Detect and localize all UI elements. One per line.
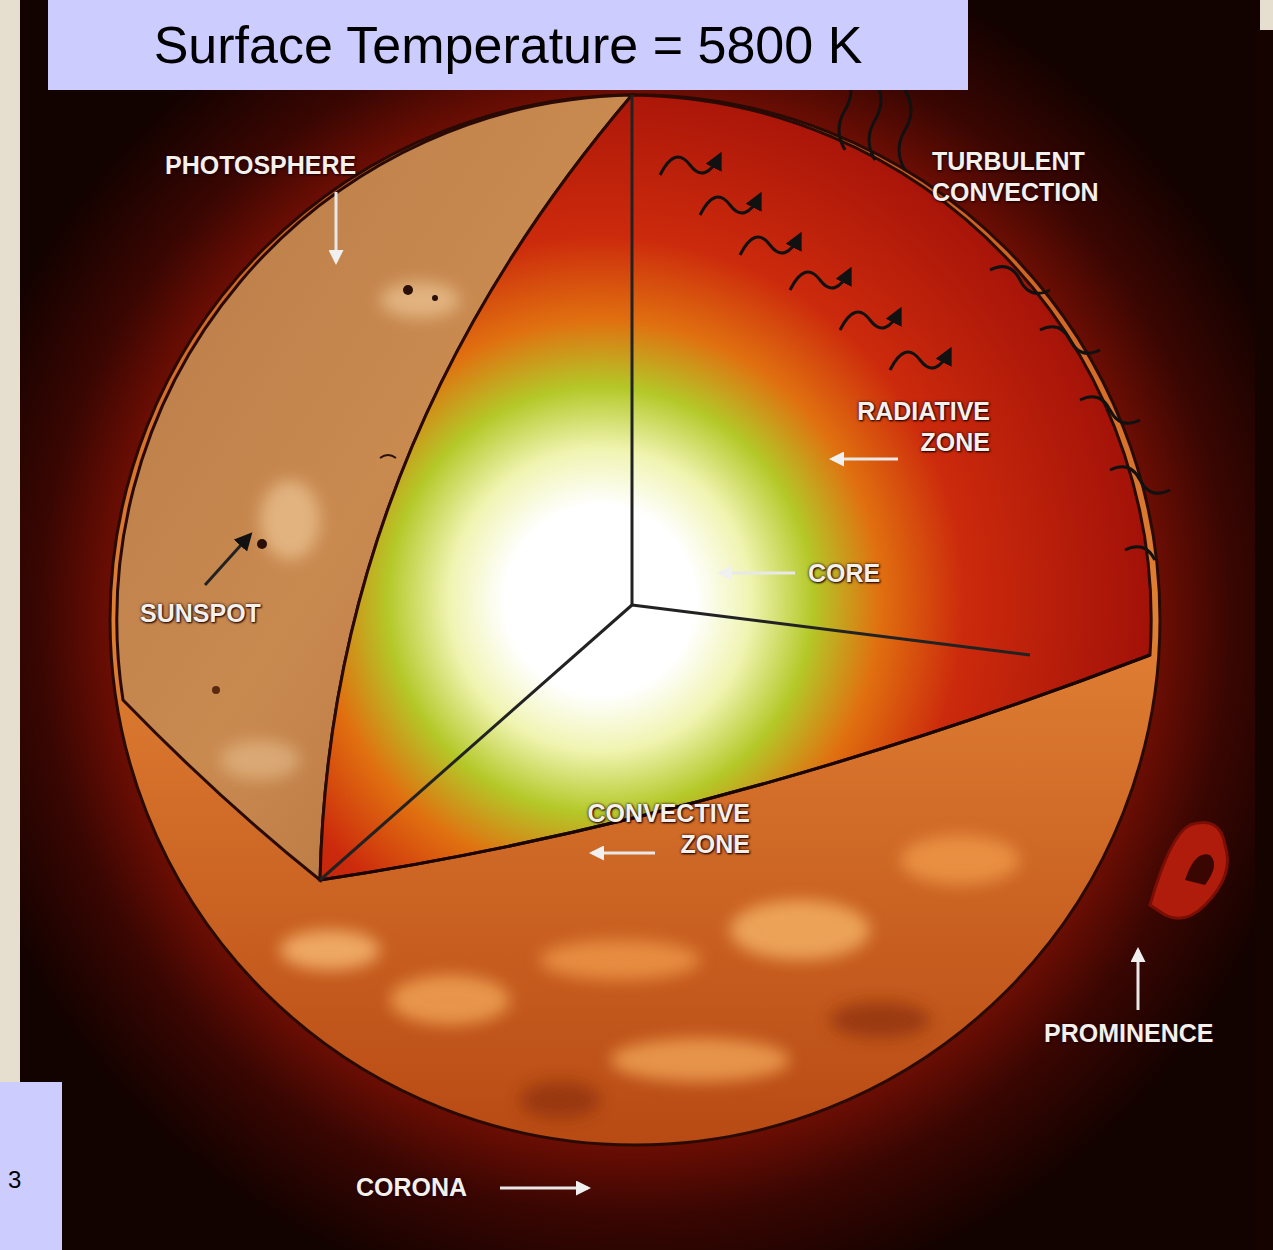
title-plate <box>48 0 968 90</box>
part-label: SUNSPOT <box>140 598 300 629</box>
page-plate <box>0 1082 62 1250</box>
part-label: CONVECTIVE ZONE <box>540 798 750 861</box>
page-number: 3 <box>8 1166 54 1194</box>
part-label: TURBULENT CONVECTION <box>932 146 1157 209</box>
slide-title: Surface Temperature = 5800 K <box>154 19 863 71</box>
part-label: CORONA <box>356 1172 496 1203</box>
part-label: PHOTOSPHERE <box>165 150 405 181</box>
part-label: RADIATIVE ZONE <box>800 396 990 459</box>
part-label: CORE <box>808 558 928 589</box>
part-label: PROMINENCE <box>1044 1018 1259 1049</box>
